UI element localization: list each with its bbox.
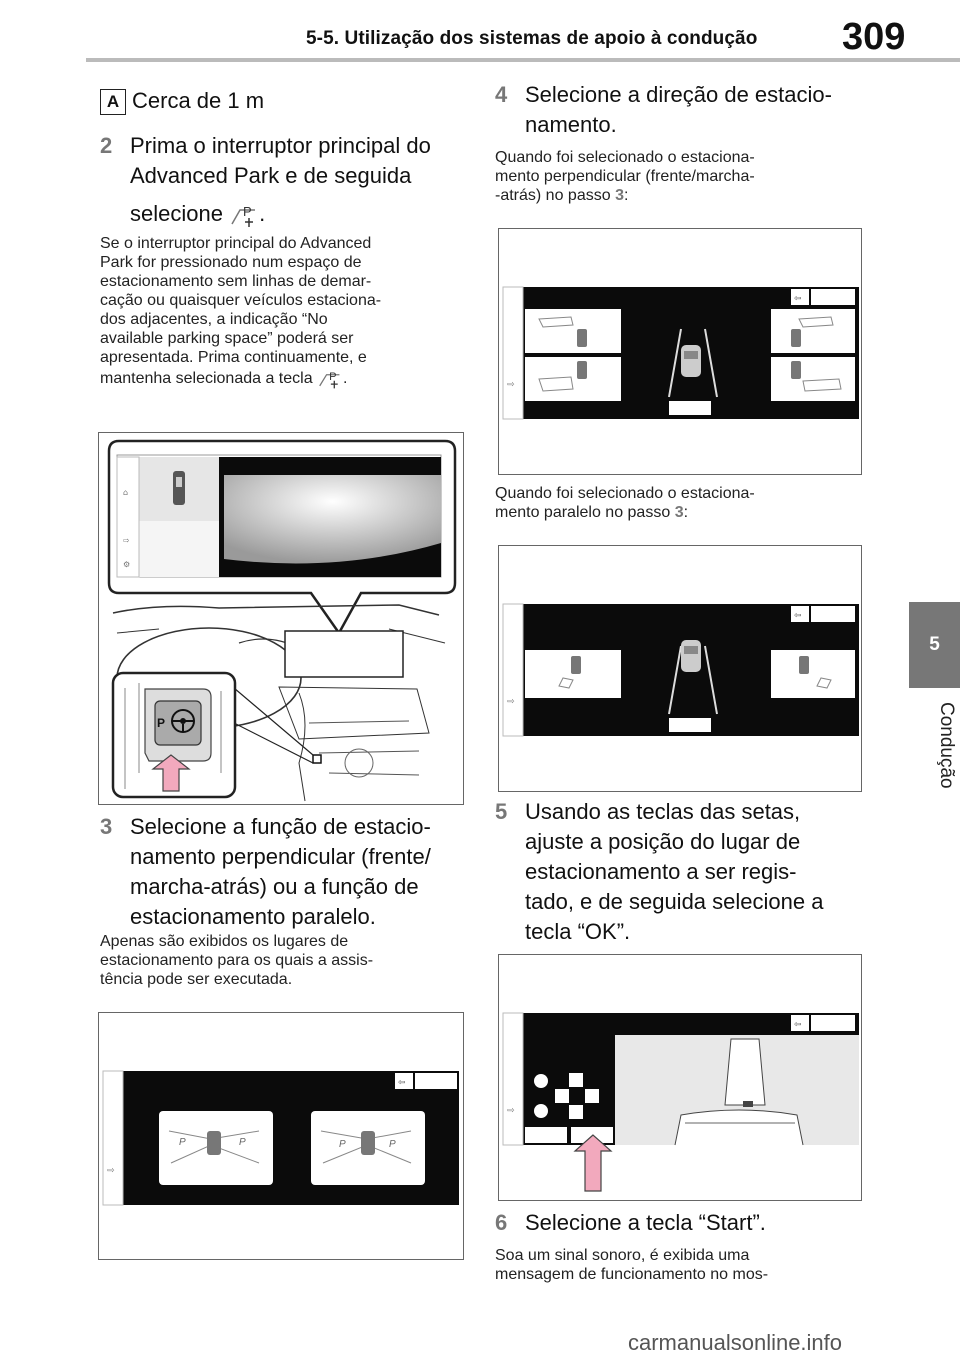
header-rule <box>86 58 960 62</box>
step-3-number: 3 <box>100 814 113 839</box>
step-ref: 3 <box>615 187 624 204</box>
step-ref: 3 <box>674 504 684 521</box>
note-6-line: mensagem de funcionamento no mos- <box>495 1266 769 1283</box>
note-3-line: Apenas são exibidos os lugares de <box>100 933 349 950</box>
step-5: 5 Usando as teclas das setas, ajuste a po… <box>495 797 865 947</box>
step-3-line: namento perpendicular (frente/ <box>130 844 431 869</box>
step-5-number: 5 <box>495 799 508 824</box>
note-3-line: estacionamento para os quais a assis- <box>100 952 374 969</box>
step-3: 3 Selecione a função de estacio- namento … <box>100 812 462 932</box>
note-3-line: tência pode ser executada. <box>100 971 293 988</box>
note-2-line: apresentada. Prima continuamente, e <box>100 349 367 366</box>
note-2-line: dos adjacentes, a indicação “No <box>100 311 328 328</box>
advanced-park-icon-letter: P <box>329 371 336 383</box>
step-3-line: marcha-atrás) ou a função de <box>130 874 419 899</box>
step-2-number: 2 <box>100 133 113 158</box>
dashboard-illustration: ⌂ ⇨ ⚙ P <box>107 439 457 802</box>
step-3-line: Selecione a função de estacio- <box>130 814 431 839</box>
parallel-direction-screen: ⇨ ⇦ <box>502 603 859 737</box>
step-6: 6 Selecione a tecla “Start”. <box>495 1208 865 1238</box>
step-6-text: Selecione a tecla “Start”. <box>525 1210 766 1235</box>
svg-text:⇨: ⇨ <box>507 1106 515 1116</box>
note-4b-text: mento paralelo no passo <box>495 504 671 521</box>
step-2-line-2: Advanced Park e de seguida <box>130 163 412 188</box>
svg-text:⇦: ⇦ <box>794 1020 802 1030</box>
step-5-line: estacionamento a ser regis- <box>525 859 797 884</box>
p-mark: P <box>339 1139 346 1150</box>
note-2-last-text: mantenha selecionada a tecla <box>100 370 313 388</box>
note-4a-end: : <box>623 187 629 204</box>
figure-parallel-direction: ⇨ ⇦ <box>498 545 862 792</box>
step-5-line: tecla “OK”. <box>525 919 631 944</box>
p-mark: P <box>239 1137 246 1148</box>
parking-function-screen: ⇨ ⇦ P P P P <box>102 1070 459 1206</box>
advanced-park-icon: P <box>319 371 340 389</box>
svg-text:⇨: ⇨ <box>507 380 515 390</box>
note-3: Apenas são exibidos os lugares de estaci… <box>100 932 462 989</box>
item-a-text: Cerca de 1 m <box>132 88 265 113</box>
note-6: Soa um sinal sonoro, é exibida uma mensa… <box>495 1246 865 1284</box>
figure-adjust-position: ⇨ ⇦ <box>498 954 862 1201</box>
perpendicular-direction-screen: ⇨ ⇦ <box>502 286 859 420</box>
note-2-line: estacionamento sem linhas de demar- <box>100 273 372 290</box>
advanced-park-icon-letter: P <box>243 204 252 219</box>
chapter-label: Condução <box>936 702 957 789</box>
step-4: 4 Selecione a direção de estacio- namento… <box>495 80 865 140</box>
svg-text:⇦: ⇦ <box>794 294 802 304</box>
advanced-park-icon: P <box>231 204 256 228</box>
adjust-position-screen: ⇨ ⇦ <box>502 1012 859 1192</box>
step-3-line: estacionamento paralelo. <box>130 904 376 929</box>
step-4-line: Selecione a direção de estacio- <box>525 82 832 107</box>
note-2-last-line: mantenha selecionada a tecla P . <box>100 367 462 391</box>
step-5-line: Usando as teclas das setas, <box>525 799 801 824</box>
note-4b-line: Quando foi selecionado o estaciona- <box>495 485 755 502</box>
step-4-number: 4 <box>495 82 508 107</box>
svg-text:⌂: ⌂ <box>123 488 128 497</box>
chapter-tab: 5 <box>909 602 960 688</box>
note-4a: Quando foi selecionado o estaciona- ment… <box>495 148 865 205</box>
note-4a-line: -atrás) no passo 3: <box>495 186 865 205</box>
note-2: Se o interruptor principal do Advanced P… <box>100 234 462 391</box>
label-a-badge: A <box>100 89 126 116</box>
p-mark: P <box>179 1137 186 1148</box>
note-4a-text: -atrás) no passo <box>495 187 611 204</box>
step-2-line-1: Prima o interruptor principal do <box>130 133 431 158</box>
note-4a-line: mento perpendicular (frente/marcha- <box>495 168 755 185</box>
svg-text:⚙: ⚙ <box>123 560 130 569</box>
note-4a-line: Quando foi selecionado o estaciona- <box>495 149 755 166</box>
figure-perpendicular-direction: ⇨ ⇦ <box>498 228 862 475</box>
svg-text:⇦: ⇦ <box>398 1078 406 1088</box>
svg-text:⇦: ⇦ <box>794 611 802 621</box>
step-4-line: namento. <box>525 112 617 137</box>
note-2-line: Park for pressionado num espaço de <box>100 254 362 271</box>
switch-p-letter: P <box>157 716 165 730</box>
note-2-line: Se o interruptor principal do Advanced <box>100 235 372 252</box>
svg-text:⇨: ⇨ <box>507 697 515 707</box>
svg-text:⇨: ⇨ <box>123 536 130 545</box>
section-title: 5-5. Utilização dos sistemas de apoio à … <box>306 28 758 49</box>
figure-parking-function: ⇨ ⇦ P P P P <box>98 1012 464 1260</box>
p-mark: P <box>389 1139 396 1150</box>
step-2-end: . <box>259 201 266 226</box>
step-2: 2 Prima o interruptor principal do Advanc… <box>100 131 460 230</box>
figure-dashboard: ⌂ ⇨ ⚙ P <box>98 432 464 805</box>
step-6-number: 6 <box>495 1210 508 1235</box>
note-6-line: Soa um sinal sonoro, é exibida uma <box>495 1247 750 1264</box>
step-2-line-3: selecione P . <box>100 199 460 230</box>
step-5-line: tado, e de seguida selecione a <box>525 889 824 914</box>
step-5-line: ajuste a posição do lugar de <box>525 829 801 854</box>
step-2-select-text: selecione <box>130 201 223 226</box>
watermark: carmanualsonline.info <box>628 1330 843 1355</box>
svg-text:⇨: ⇨ <box>107 1166 115 1176</box>
note-2-end: . <box>343 370 348 388</box>
note-4b-end: : <box>683 504 689 521</box>
note-2-line: available parking space” poderá ser <box>100 330 354 347</box>
note-2-line: cação ou quaisquer veículos estaciona- <box>100 292 382 309</box>
note-4b: Quando foi selecionado o estaciona- ment… <box>495 484 865 522</box>
note-4b-line: mento paralelo no passo 3: <box>495 503 865 522</box>
page-number: 309 <box>842 16 906 58</box>
